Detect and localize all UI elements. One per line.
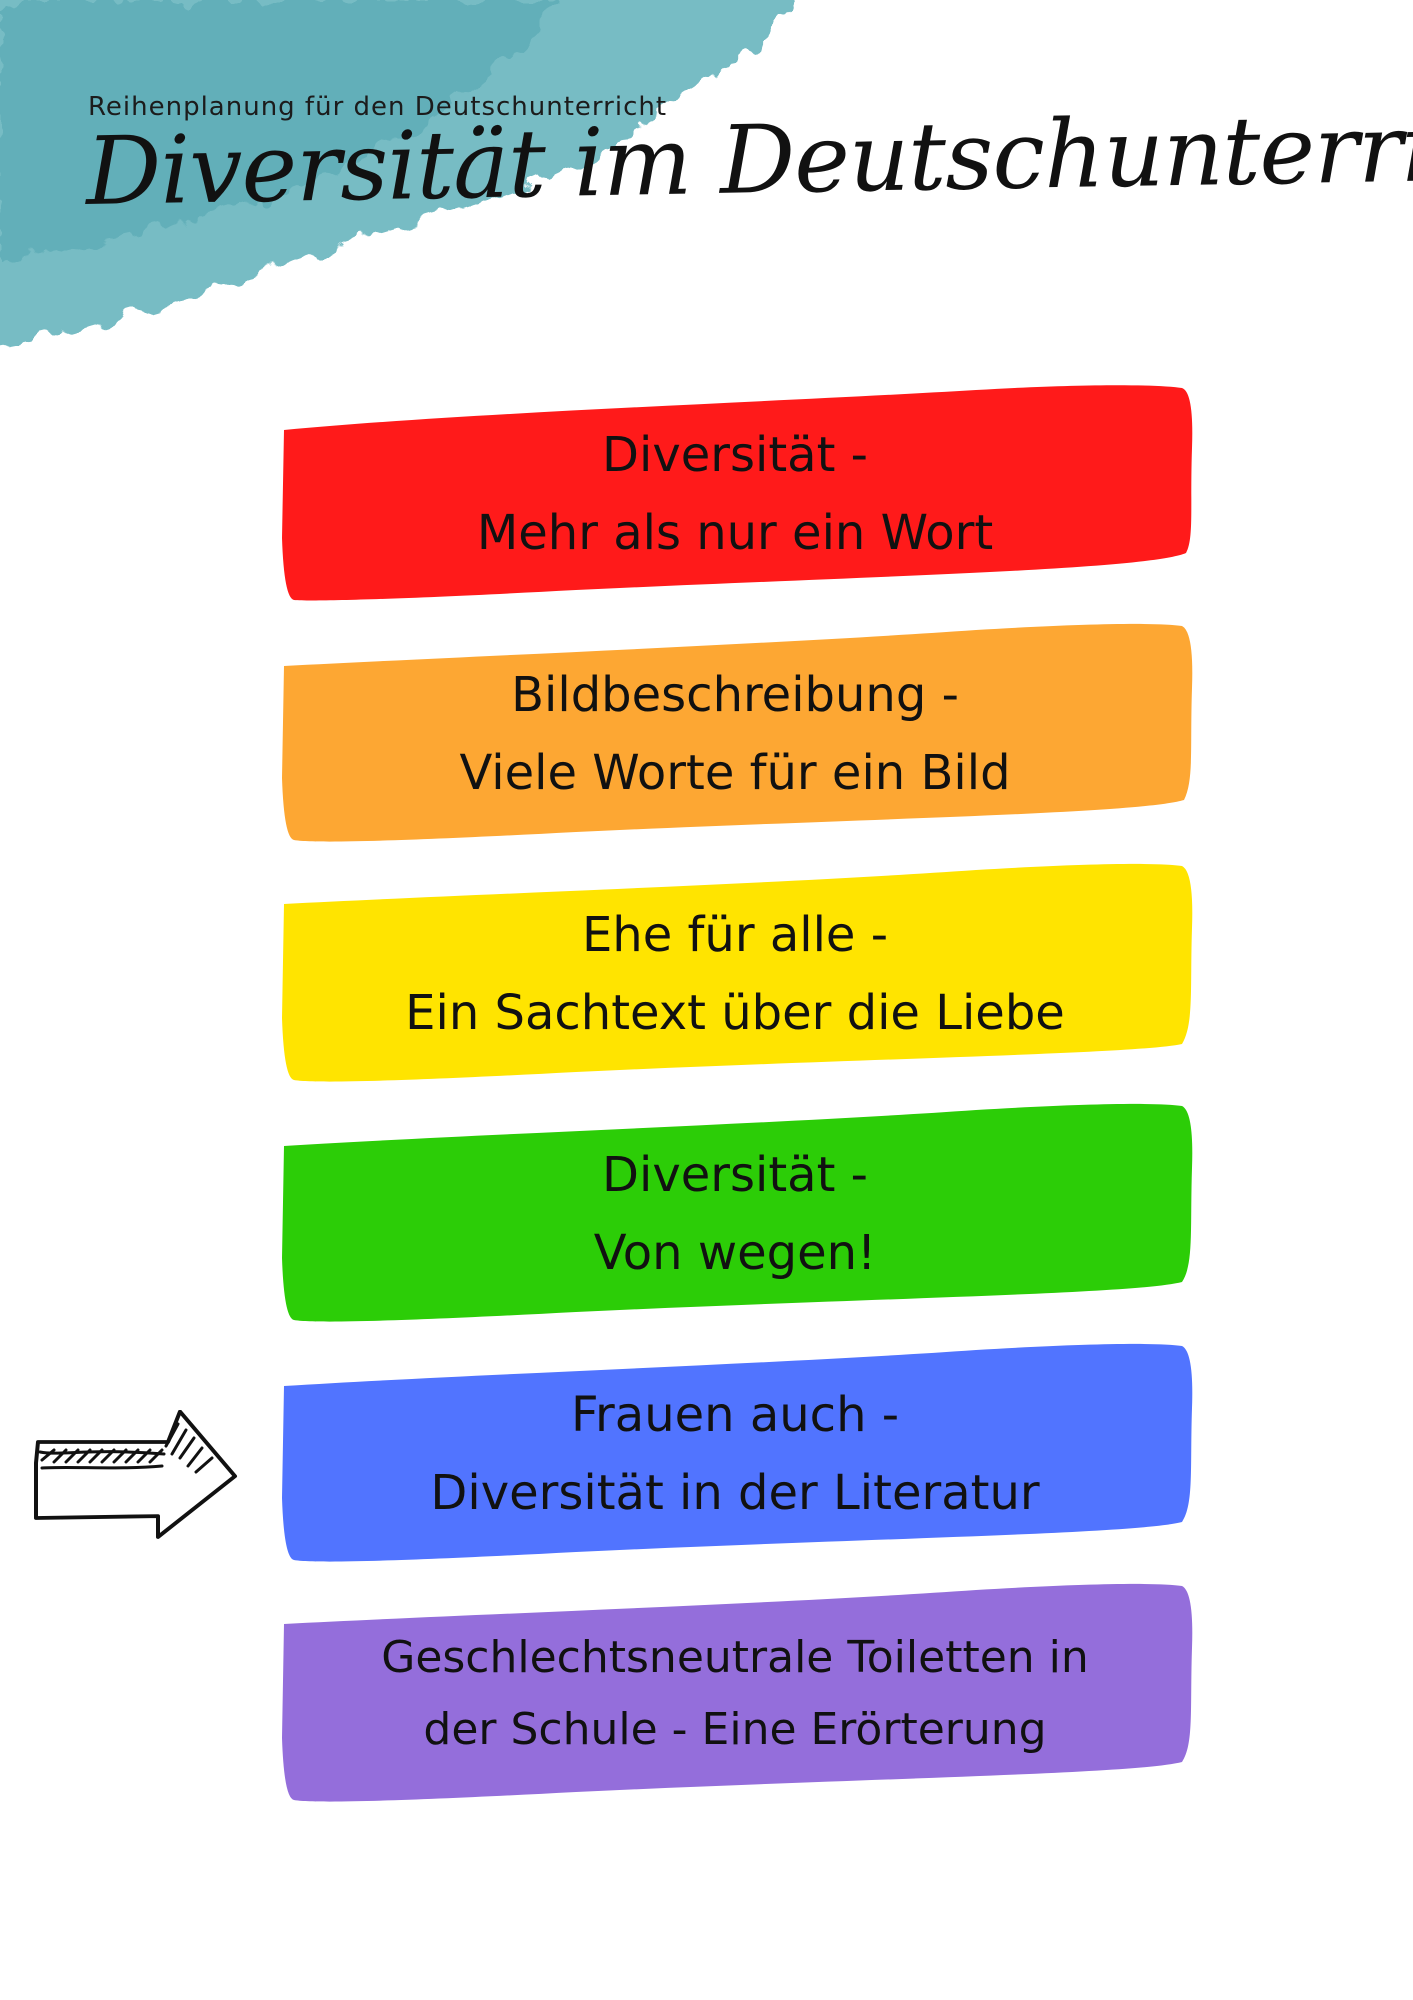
lesson-stripe-3: Ehe für alle - Ein Sachtext über die Lie… xyxy=(276,858,1194,1090)
stripe-1-shape xyxy=(282,385,1193,601)
lesson-stripe-2: Bildbeschreibung - Viele Worte für ein B… xyxy=(276,618,1194,850)
lesson-stripe-5: Frauen auch - Diversität in der Literatu… xyxy=(276,1338,1194,1570)
stripe-3-shape xyxy=(282,863,1193,1082)
stripe-5-shape xyxy=(282,1343,1193,1562)
stripe-3-background xyxy=(282,863,1193,1082)
stripe-4-shape xyxy=(282,1103,1193,1322)
stripe-5-line-2: Diversität in der Literatur xyxy=(430,1465,1040,1521)
lesson-stripe-1: Diversität - Mehr als nur ein Wort xyxy=(276,378,1194,610)
watercolor-splash xyxy=(0,0,793,348)
stripe-3-text: Ehe für alle - Ein Sachtext über die Lie… xyxy=(276,858,1194,1090)
lesson-stripe-4: Diversität - Von wegen! xyxy=(276,1098,1194,1330)
stripe-6-line-2: der Schule - Eine Erörterung xyxy=(423,1704,1047,1755)
stripe-1-line-1: Diversität - xyxy=(602,427,868,483)
stripe-6-shape xyxy=(282,1583,1193,1802)
hand-drawn-arrow-right-icon xyxy=(34,1410,237,1539)
stripe-2-line-1: Bildbeschreibung - xyxy=(511,667,959,723)
stripe-4-line-2: Von wegen! xyxy=(593,1225,877,1281)
stripe-1-background xyxy=(282,385,1193,601)
stripe-6-line-1: Geschlechtsneutrale Toiletten in xyxy=(381,1632,1089,1683)
series-subtitle: Reihenplanung für den Deutschunterricht xyxy=(88,92,668,122)
stripe-4-line-1: Diversität - xyxy=(602,1147,868,1203)
stripe-2-line-2: Viele Worte für ein Bild xyxy=(459,745,1011,801)
stripe-2-shape xyxy=(282,623,1193,842)
lesson-stripe-6: Geschlechtsneutrale Toiletten in der Sch… xyxy=(276,1578,1194,1810)
stripe-1-text: Diversität - Mehr als nur ein Wort xyxy=(276,378,1194,610)
stripe-6-text: Geschlechtsneutrale Toiletten in der Sch… xyxy=(276,1578,1194,1810)
stripe-5-line-1: Frauen auch - xyxy=(570,1387,900,1443)
page-title: Diversität im Deutschunterricht xyxy=(85,91,1413,227)
stripe-3-line-1: Ehe für alle - xyxy=(581,907,889,963)
stripe-1-line-2: Mehr als nur ein Wort xyxy=(476,505,994,561)
stripe-2-background xyxy=(282,623,1193,842)
stripe-5-text: Frauen auch - Diversität in der Literatu… xyxy=(276,1338,1194,1570)
stripe-5-background xyxy=(282,1343,1193,1562)
stripe-4-background xyxy=(282,1103,1193,1322)
stripe-6-background xyxy=(282,1583,1193,1802)
stripe-3-line-2: Ein Sachtext über die Liebe xyxy=(405,985,1065,1041)
stripe-2-text: Bildbeschreibung - Viele Worte für ein B… xyxy=(276,618,1194,850)
stripe-4-text: Diversität - Von wegen! xyxy=(276,1098,1194,1330)
